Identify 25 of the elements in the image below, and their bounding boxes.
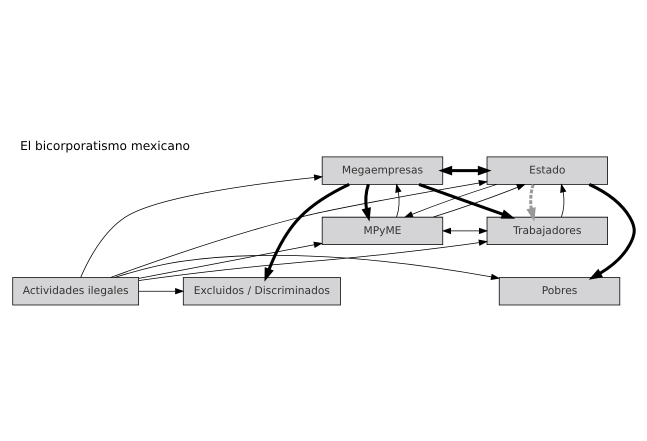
diagram-title: El bicorporatismo mexicano (20, 138, 190, 152)
arrow (432, 184, 526, 218)
node-box: Trabajadores (486, 216, 608, 245)
arrow (138, 239, 488, 280)
arrow (395, 182, 402, 218)
arrow (560, 182, 566, 218)
arrow (80, 174, 324, 278)
node-box: Estado (486, 156, 608, 184)
arrow (442, 227, 488, 234)
node-box: MPyME (322, 216, 444, 245)
arrow (526, 183, 536, 222)
node-box: Actividades ilegales (12, 276, 140, 305)
arrow (114, 254, 500, 280)
arrow (418, 182, 516, 218)
arrow (588, 182, 636, 280)
node-box: Excluidos / Discriminados (182, 276, 341, 305)
arrow (264, 182, 350, 282)
arrow (438, 165, 492, 175)
arrow (362, 183, 371, 222)
node-box: Megaempresas (322, 156, 444, 184)
node-box: Pobres (498, 276, 620, 305)
arrow (138, 241, 323, 278)
arrow (138, 288, 184, 294)
arrow (404, 184, 498, 218)
arrow (110, 179, 488, 278)
